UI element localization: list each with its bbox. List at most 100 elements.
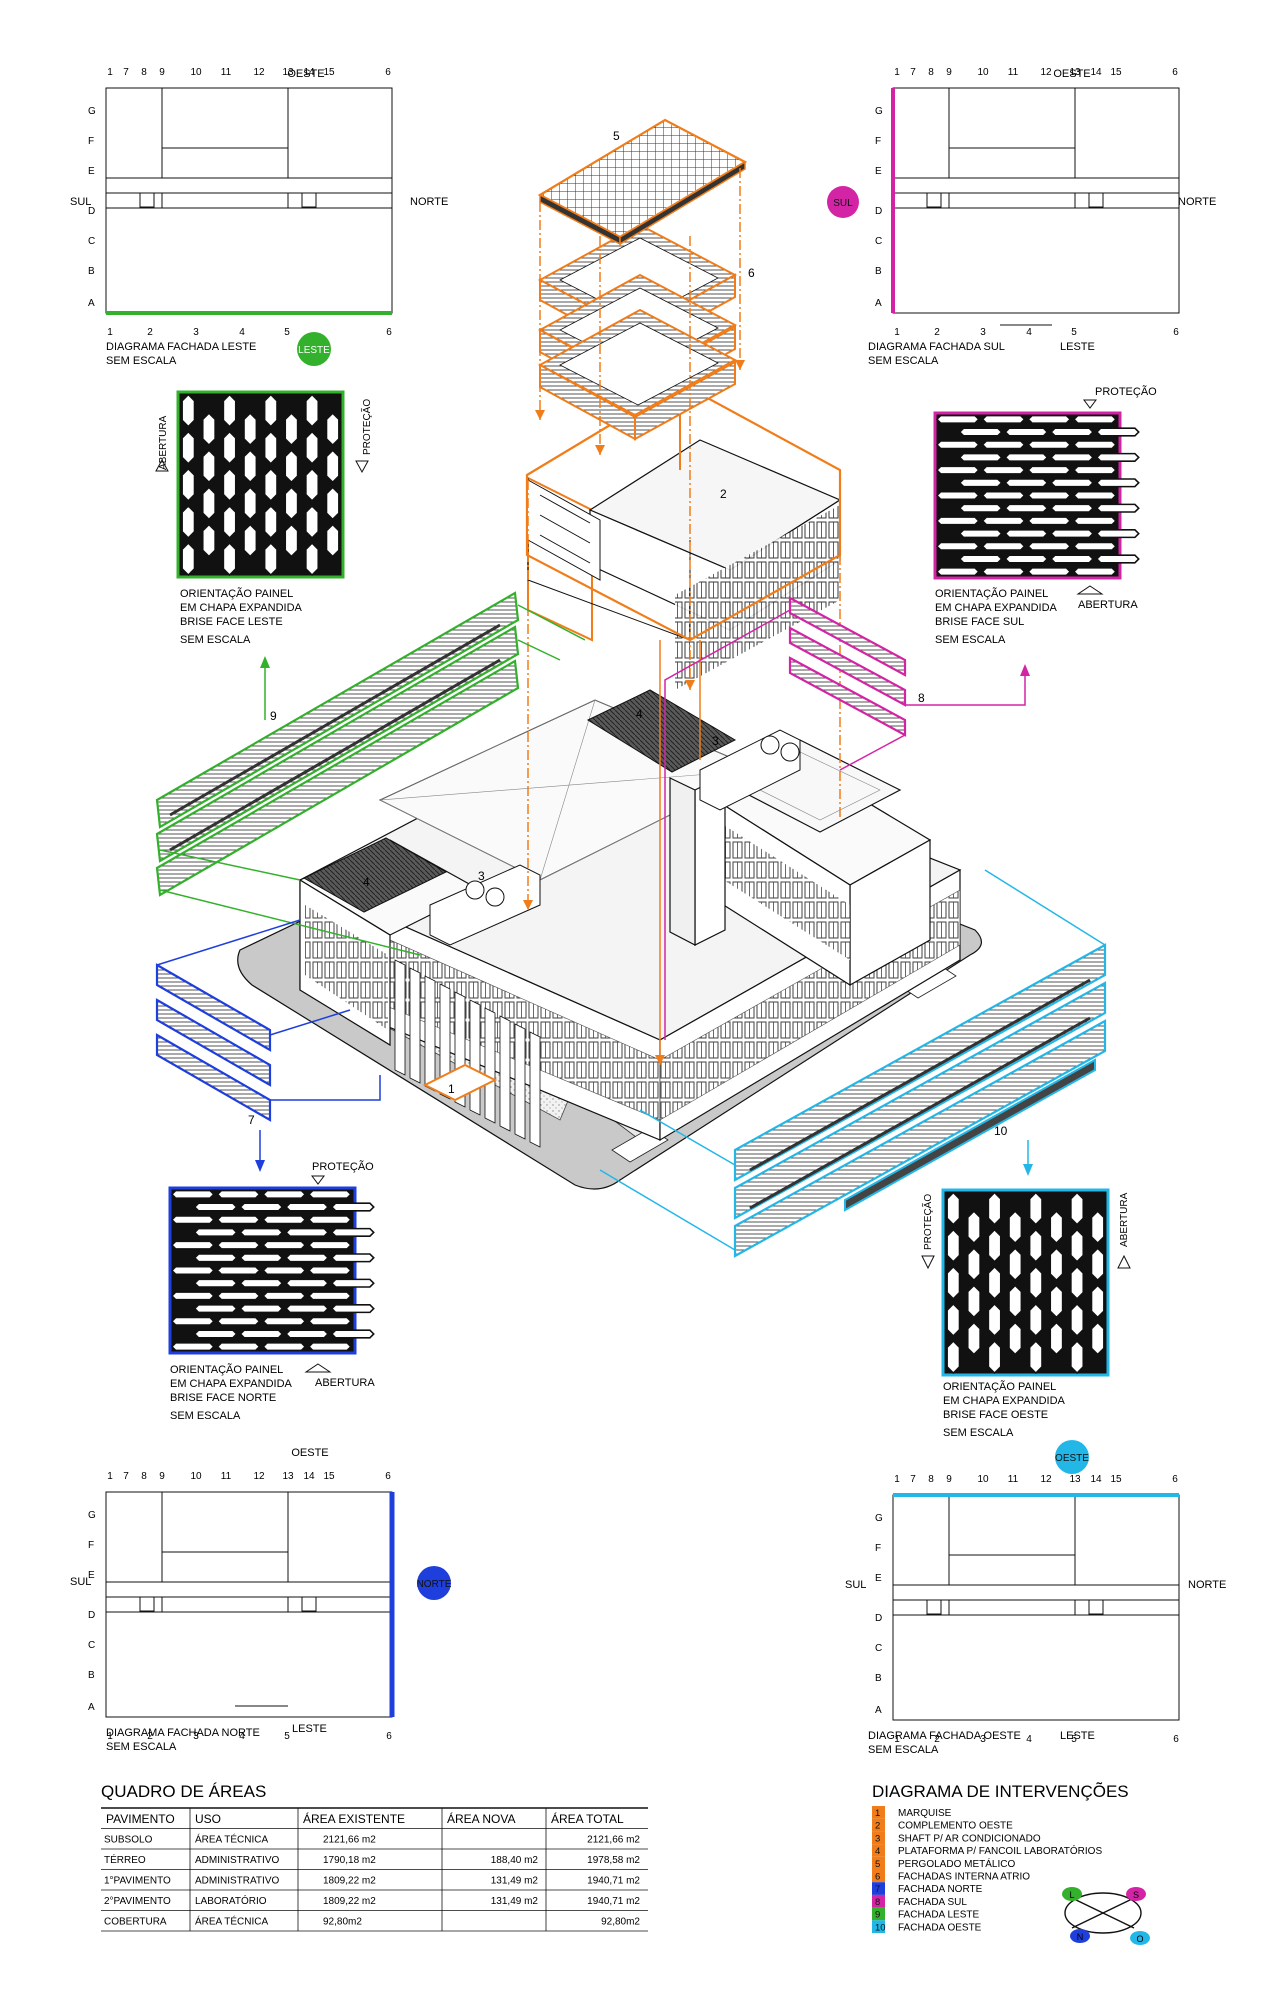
table-header: ÁREA NOVA: [447, 1811, 515, 1826]
table-cell: 1°PAVIMENTO: [104, 1876, 171, 1887]
north-label: NORTE: [410, 196, 448, 208]
legend-number: 10: [875, 1922, 886, 1933]
east-label: LESTE: [292, 1723, 327, 1735]
table-cell: 2121,66 m2: [587, 1835, 640, 1846]
row-label: D: [875, 206, 882, 217]
row-label: G: [88, 106, 96, 117]
legend-swatch: [872, 1882, 885, 1895]
sul-badge-label: SUL: [833, 198, 853, 209]
column-label-bottom: 1: [894, 1734, 900, 1745]
south-label: SUL: [845, 1579, 866, 1591]
column-label-top: 1: [894, 67, 900, 78]
column-label-top: 11: [221, 67, 232, 78]
oeste-badge: [1055, 1440, 1089, 1474]
caption: DIAGRAMA FACHADA LESTE: [106, 341, 256, 353]
protecao-label: PROTEÇÃO: [921, 1194, 934, 1250]
orientation-line2: EM CHAPA EXPANDIDA: [180, 602, 303, 614]
column-label-top: 1: [107, 1471, 113, 1482]
abertura-label: ABERTURA: [1078, 599, 1138, 611]
row-label: E: [88, 1570, 95, 1581]
column-label-top: 9: [946, 67, 952, 78]
row-label: C: [875, 236, 882, 247]
abertura-label: ABERTURA: [158, 415, 169, 470]
callout-9: 9: [270, 709, 277, 723]
column-label-top: 12: [253, 67, 265, 78]
orientation-line1: ORIENTAÇÃO PAINEL: [180, 587, 293, 600]
legend-label: SHAFT P/ AR CONDICIONADO: [898, 1833, 1041, 1844]
row-label: C: [875, 1643, 882, 1654]
column-label-bottom: 4: [1026, 1734, 1032, 1745]
facade-sul-brises-8: [788, 596, 907, 737]
row-label: G: [875, 106, 883, 117]
column-label-bottom: 4: [1026, 327, 1032, 338]
scale-label: SEM ESCALA: [868, 355, 939, 367]
column-label-bottom: 6: [386, 327, 392, 338]
column-label-top: 9: [946, 1474, 952, 1485]
norte-badge: [417, 1566, 451, 1600]
south-label: SUL: [70, 196, 91, 208]
shaft-3-left: [429, 864, 541, 946]
facade-leste-brises-9: [155, 591, 520, 897]
column-label-top: 9: [159, 1471, 165, 1482]
scale-label: SEM ESCALA: [868, 1744, 939, 1756]
table-cell: 92,80m2: [601, 1917, 640, 1928]
column-label-bottom: 1: [107, 327, 113, 338]
orientation-line2: EM CHAPA EXPANDIDA: [943, 1395, 1066, 1407]
column-label-top: 11: [221, 1471, 232, 1482]
legend-swatch: [872, 1831, 885, 1845]
column-label-top: 10: [977, 67, 989, 78]
column-label-top: 9: [159, 67, 165, 78]
callout-2: 2: [720, 487, 727, 501]
legend-swatch: [872, 1818, 885, 1832]
row-label: A: [875, 1705, 882, 1716]
abertura-label: ABERTURA: [1119, 1192, 1130, 1247]
legend-number: 6: [875, 1872, 880, 1883]
callout-7: 7: [248, 1113, 255, 1127]
compass-dot: [1130, 1931, 1150, 1945]
column-label-top: 14: [1090, 1474, 1102, 1485]
table-cell: ADMINISTRATIVO: [195, 1855, 279, 1866]
legend-label: FACHADA SUL: [898, 1897, 967, 1908]
orientation-line1: ORIENTAÇÃO PAINEL: [170, 1363, 283, 1376]
column-label-top: 12: [1040, 67, 1052, 78]
face-label: BRISE FACE SUL: [935, 616, 1024, 628]
scale-label: SEM ESCALA: [943, 1427, 1014, 1439]
abertura-label: ABERTURA: [315, 1377, 375, 1389]
facade-oeste-labels: OESTE SUL NORTE DIAGRAMA FACHADA OESTE S…: [845, 1440, 1226, 1756]
facade-sul-labels: OESTE SUL NORTE DIAGRAMA FACHADA SUL SEM…: [827, 68, 1216, 367]
row-label: E: [875, 166, 882, 177]
column-label-top: 12: [253, 1471, 265, 1482]
legend-swatch: [872, 1920, 885, 1933]
row-label: E: [88, 166, 95, 177]
row-label: A: [875, 298, 882, 309]
brise-panel-sul: [933, 411, 1140, 580]
row-label: C: [88, 236, 95, 247]
panel-norte-texts: PROTEÇÃO ORIENTAÇÃO PAINEL EM CHAPA EXPA…: [170, 1160, 375, 1422]
face-label: BRISE FACE LESTE: [180, 616, 283, 628]
column-label-bottom: 5: [1071, 327, 1077, 338]
table-header: ÁREA TOTAL: [551, 1811, 624, 1826]
column-label-bottom: 2: [934, 1734, 940, 1745]
west-label: OESTE: [287, 68, 324, 80]
panel-oeste-texts: PROTEÇÃO ABERTURA ORIENTAÇÃO PAINEL EM C…: [921, 1192, 1131, 1439]
column-label-top: 8: [141, 1471, 147, 1482]
column-label-top: 13: [1069, 1474, 1081, 1485]
table-cell: 131,49 m2: [491, 1876, 539, 1887]
marquise-1: [422, 1063, 498, 1102]
legend-label: FACHADA NORTE: [898, 1884, 983, 1895]
legend-label: PERGOLADO METÁLICO: [898, 1857, 1015, 1870]
column-label-bottom: 5: [284, 1731, 290, 1742]
norte-badge-label: NORTE: [417, 1579, 452, 1590]
table-cell: LABORATÓRIO: [195, 1894, 267, 1907]
protecao-label: PROTEÇÃO: [1095, 385, 1157, 398]
orientation-line1: ORIENTAÇÃO PAINEL: [943, 1380, 1056, 1393]
column-label-top: 15: [323, 1471, 335, 1482]
table-header: USO: [195, 1812, 221, 1826]
row-label: C: [88, 1640, 95, 1651]
protecao-label: PROTEÇÃO: [360, 399, 373, 455]
column-label-top: 11: [1008, 67, 1019, 78]
legend-swatch: [872, 1894, 885, 1908]
